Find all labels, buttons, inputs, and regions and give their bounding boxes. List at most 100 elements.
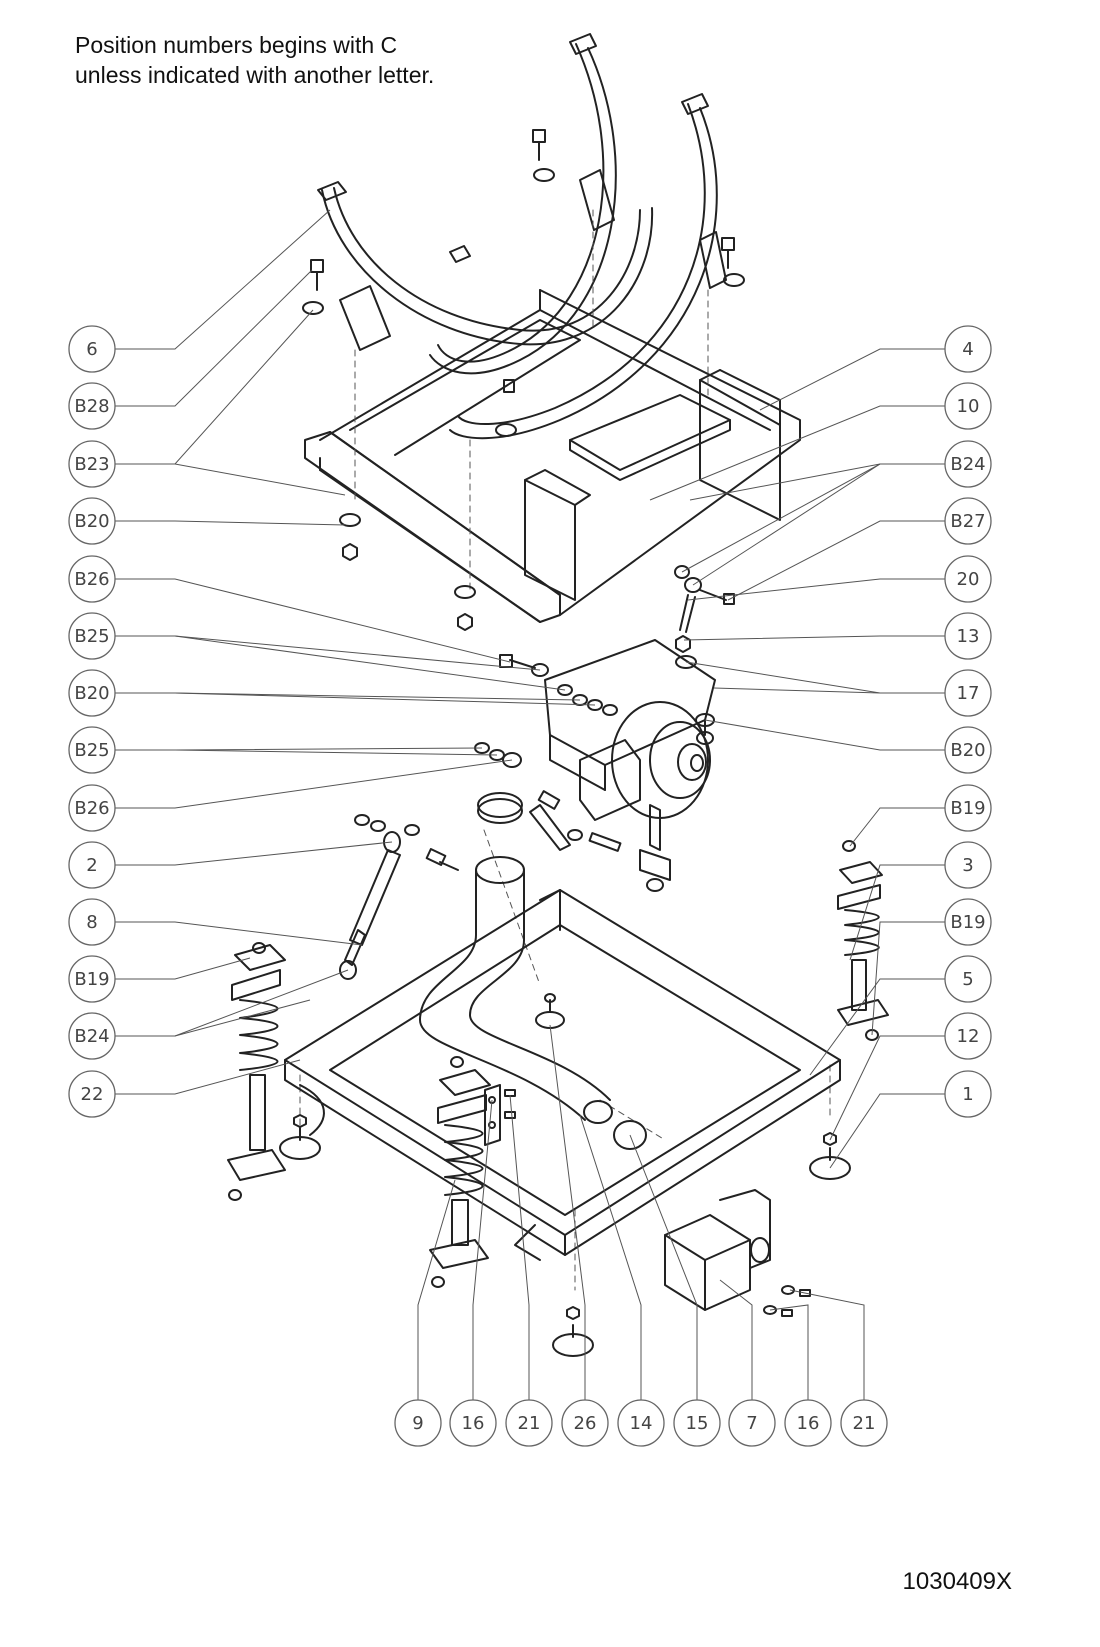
callout-left-0-circle: [68, 325, 116, 373]
leader-left-13-0: [115, 1059, 301, 1095]
leader-right-12-0: [829, 1035, 945, 1141]
callout-left-7-circle: [68, 726, 116, 774]
callout-bottom-3-label: 26: [574, 1413, 597, 1434]
callout-right-4-circle: [944, 555, 992, 603]
callout-bottom-0-circle: [394, 1399, 442, 1447]
holder-bands: [317, 33, 727, 440]
callout-left-3-label: B20: [74, 511, 109, 532]
callout-right-13-label: 1: [962, 1084, 973, 1105]
callout-right-7-label: B20: [950, 740, 985, 761]
leader-bottom-6: [719, 1279, 753, 1400]
callout-right-3-circle: [944, 497, 992, 545]
callout-left-4-circle: [68, 555, 116, 603]
callout-left-5-circle: [68, 612, 116, 660]
callout-bottom-6-label: 7: [746, 1413, 757, 1434]
callout-left-8-label: B26: [74, 798, 109, 819]
callout-bottom-5-circle: [673, 1399, 721, 1447]
callout-right-5-circle: [944, 612, 992, 660]
callout-right-6-circle: [944, 669, 992, 717]
leader-right-11-0: [809, 978, 945, 1076]
leader-left-2-0: [115, 309, 314, 465]
leader-right-3-0: [727, 520, 945, 601]
leader-left-5-1: [115, 635, 566, 691]
callout-right-2-circle: [944, 440, 992, 488]
leader-bottom-5: [629, 1134, 698, 1400]
leader-right-8-0: [849, 807, 945, 847]
callout-left-4-label: B26: [74, 569, 109, 590]
callout-left-1-circle: [68, 382, 116, 430]
callout-left-12-circle: [68, 1012, 116, 1060]
callout-right-11-label: 5: [962, 969, 973, 990]
callout-right-1-label: 10: [957, 396, 980, 417]
callout-bottom-1-label: 16: [462, 1413, 485, 1434]
leader-left-3-0: [115, 520, 346, 526]
leader-right-4-0: [687, 578, 945, 601]
leader-right-1-0: [649, 405, 945, 501]
leader-left-8-0: [115, 759, 513, 809]
callout-bottom-4-label: 14: [630, 1413, 653, 1434]
callout-left-2-circle: [68, 440, 116, 488]
callout-right-12-circle: [944, 1012, 992, 1060]
callout-left-11-circle: [68, 955, 116, 1003]
callout-bottom-2-circle: [505, 1399, 553, 1447]
callout-left-13-label: 22: [81, 1084, 104, 1105]
leader-left-10-0: [115, 921, 363, 946]
leader-right-6-1: [713, 687, 945, 694]
callout-right-11-circle: [944, 955, 992, 1003]
leader-left-12-0: [115, 999, 311, 1037]
leader-bottom-4: [579, 1114, 642, 1400]
drawing-number: 1030409X: [902, 1568, 1012, 1595]
callout-leaders: [115, 209, 945, 1400]
callout-right-10-circle: [944, 898, 992, 946]
callout-left-8-circle: [68, 784, 116, 832]
callout-right-13-circle: [944, 1070, 992, 1118]
callout-right-9-circle: [944, 841, 992, 889]
callout-left-7-label: B25: [74, 740, 109, 761]
callout-left-5-label: B25: [74, 626, 109, 647]
lower-frame: [284, 889, 841, 1261]
callout-right-5-label: 13: [957, 626, 980, 647]
exhaust-pipe: [419, 792, 647, 1150]
callout-left-9-label: 2: [86, 855, 97, 876]
leader-left-4-0: [115, 578, 511, 663]
callout-left-10-label: 8: [86, 912, 97, 933]
leader-right-10-0: [871, 921, 945, 1036]
callout-right-3-label: B27: [950, 511, 985, 532]
callout-left-10-circle: [68, 898, 116, 946]
callout-bottom-7-circle: [784, 1399, 832, 1447]
assembly-dashed-lines: [299, 209, 831, 1291]
leader-right-13-0: [829, 1093, 945, 1169]
callout-right-8-label: B19: [950, 798, 985, 819]
leader-left-1-0: [115, 269, 313, 407]
link-rod: [674, 565, 735, 669]
callout-left-6-label: B20: [74, 683, 109, 704]
callout-left-2-label: B23: [74, 454, 109, 475]
callout-left-13-circle: [68, 1070, 116, 1118]
top-fasteners: [302, 129, 745, 437]
position-note: Position numbers begins with C unless in…: [75, 30, 434, 90]
callout-left-12-label: B24: [74, 1026, 109, 1047]
callout-right-9-label: 3: [962, 855, 973, 876]
leader-bottom-7: [769, 1304, 809, 1400]
leader-left-2-1: [115, 463, 346, 496]
callout-right-7-circle: [944, 726, 992, 774]
callout-bubbles: 6B28B23B20B26B25B20B25B2628B19B2422410B2…: [68, 325, 992, 1447]
leader-right-5-0: [683, 635, 945, 641]
callout-right-12-label: 12: [957, 1026, 980, 1047]
callout-right-0-label: 4: [962, 339, 973, 360]
callout-bottom-2-label: 21: [518, 1413, 541, 1434]
callout-bottom-0-label: 9: [412, 1413, 423, 1434]
pump-motor-assembly: [474, 639, 716, 892]
callout-right-1-circle: [944, 382, 992, 430]
leader-right-2-2: [692, 463, 945, 586]
position-note-line-2: unless indicated with another letter.: [75, 62, 435, 88]
callout-left-0-label: 6: [86, 339, 97, 360]
rubber-feet: [279, 1114, 851, 1357]
bracket: [484, 1084, 516, 1146]
callout-left-1-label: B28: [74, 396, 109, 417]
assembly-drawing: [227, 33, 889, 1357]
leader-left-6-0: [115, 692, 581, 701]
callout-bottom-6-circle: [728, 1399, 776, 1447]
callout-left-3-circle: [68, 497, 116, 545]
